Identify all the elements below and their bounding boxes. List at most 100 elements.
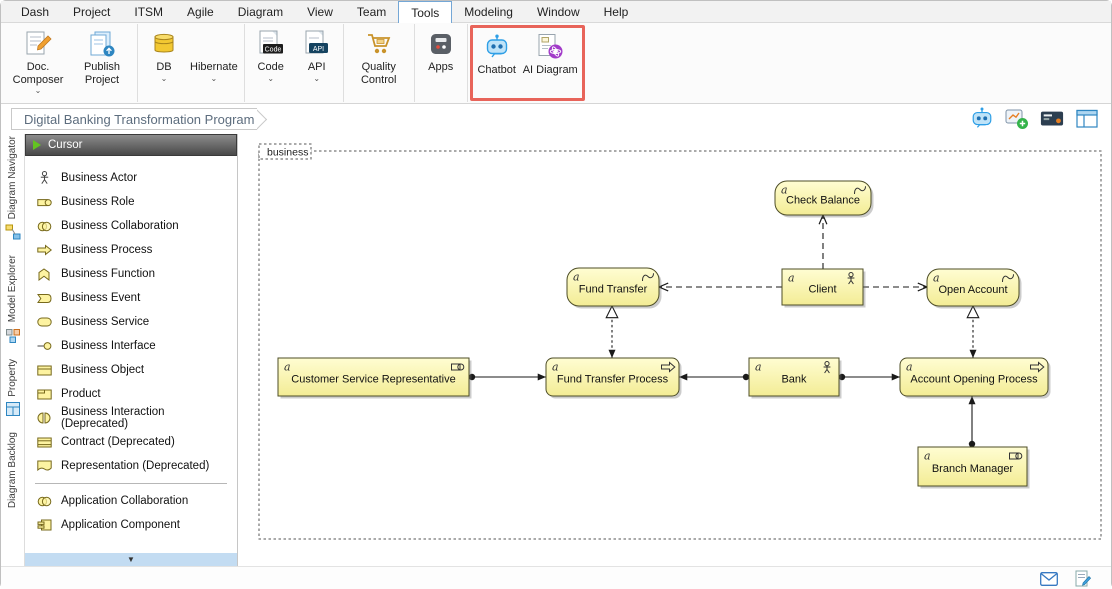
toolbar-button-apps[interactable]: Apps [418, 25, 464, 74]
representation-icon [36, 459, 52, 473]
component-icon [36, 518, 52, 532]
ai-chatbot-icon[interactable] [970, 107, 994, 131]
palette-item-business-actor[interactable]: Business Actor [25, 166, 237, 190]
scroll-down-icon: ▼ [127, 555, 135, 564]
process-icon [36, 243, 52, 257]
menu-item-dash[interactable]: Dash [21, 4, 50, 19]
svg-text:Bank: Bank [781, 374, 807, 386]
diagram-title: Digital Banking Transformation Program [24, 111, 255, 127]
toolbar-button-label: Apps [428, 61, 454, 73]
toolbar-button-ai-diagram[interactable]: AI Diagram [520, 28, 581, 77]
palette-item-product[interactable]: Product [25, 382, 237, 406]
palette-item-business-event[interactable]: Business Event [25, 286, 237, 310]
palette-item-label: Business Event [61, 292, 141, 304]
panel-tab-diagram-navigator[interactable]: Diagram Navigator [5, 136, 21, 243]
toolbar-button-label: Code [257, 61, 284, 73]
menu-item-itsm[interactable]: ITSM [134, 4, 164, 19]
palette-item-business-service[interactable]: Business Service [25, 310, 237, 334]
menu-item-modeling[interactable]: Modeling [464, 4, 513, 19]
apps-icon [426, 29, 456, 59]
api-icon: API [302, 29, 332, 59]
palette-item-application-component[interactable]: Application Component [25, 513, 237, 537]
breadcrumb[interactable]: Digital Banking Transformation Program [11, 108, 267, 130]
palette-item-business-collaboration[interactable]: Business Collaboration [25, 214, 237, 238]
palette-item-representation-deprecated[interactable]: Representation (Deprecated) [25, 454, 237, 478]
menu-item-project[interactable]: Project [73, 4, 111, 19]
palette-item-business-role[interactable]: Business Role [25, 190, 237, 214]
toolbar-button-label: DB [156, 61, 172, 73]
presentation-icon[interactable] [1040, 107, 1064, 131]
menu-item-team[interactable]: Team [356, 4, 387, 19]
palette-item-label: Business Collaboration [61, 220, 179, 232]
toolbar-button-quality-control[interactable]: Quality Control [347, 25, 411, 86]
menu-item-window[interactable]: Window [536, 4, 580, 19]
palette-item-label: Business Role [61, 196, 135, 208]
menu-item-view[interactable]: View [307, 4, 333, 19]
palette-item-label: Business Actor [61, 172, 138, 184]
status-bar [1, 566, 1111, 589]
palette-item-application-collaboration[interactable]: Application Collaboration [25, 489, 237, 513]
dropdown-chevron-icon[interactable]: ⌄ [267, 73, 275, 83]
actor-icon [36, 171, 52, 185]
svg-text:a: a [788, 272, 795, 285]
publish-project-icon [87, 29, 117, 59]
palette-divider [35, 483, 227, 484]
toolbar-button-doc-composer[interactable]: Doc. Composer⌄ [6, 25, 70, 96]
palette-item-label: Business Interaction (Deprecated) [61, 406, 165, 430]
svg-text:Check Balance: Check Balance [786, 195, 860, 207]
palette-item-contract-deprecated[interactable]: Contract (Deprecated) [25, 430, 237, 454]
toolbar-button-label: Publish Project [83, 61, 121, 86]
panel-tab-diagram-backlog[interactable]: Diagram Backlog [7, 432, 18, 508]
database-icon [149, 29, 179, 59]
panel-tab-property[interactable]: Property [5, 359, 21, 421]
menu-item-tools[interactable]: Tools [398, 1, 453, 23]
palette-item-label: Business Process [61, 244, 153, 256]
palette-item-business-object[interactable]: Business Object [25, 358, 237, 382]
toolbar-group-ai-highlighted: Chatbot AI Diagram [469, 25, 585, 101]
toolbar-button-label: Doc. Composer [12, 61, 64, 86]
layout-panels-icon[interactable] [1075, 107, 1099, 131]
event-icon [36, 291, 52, 305]
cursor-tool[interactable]: Cursor [25, 134, 237, 156]
quality-control-icon [364, 29, 394, 59]
palette-item-business-process[interactable]: Business Process [25, 238, 237, 262]
role-icon [36, 195, 52, 209]
dropdown-chevron-icon[interactable]: ⌄ [313, 73, 321, 83]
palette-item-label: Business Object [61, 364, 145, 376]
palette-item-business-function[interactable]: Business Function [25, 262, 237, 286]
menu-item-help[interactable]: Help [603, 4, 629, 19]
dropdown-chevron-icon[interactable]: ⌄ [34, 86, 42, 96]
sidebar-scroll-down[interactable]: ▼ [25, 553, 237, 566]
toolbar-group: Apps [415, 24, 468, 102]
toolbar-group: Doc. Composer⌄ Publish Project [3, 24, 138, 102]
svg-text:Customer Service Representativ: Customer Service Representative [291, 374, 455, 386]
cursor-icon [33, 140, 41, 150]
toolbar-button-label: Chatbot [477, 64, 516, 76]
code-icon: Code [256, 29, 286, 59]
palette-item-label: Representation (Deprecated) [61, 460, 210, 472]
dropdown-chevron-icon[interactable]: ⌄ [210, 73, 218, 83]
model-quality-badge-icon[interactable] [1005, 107, 1029, 131]
palette-item-business-interface[interactable]: Business Interface [25, 334, 237, 358]
task-document-icon[interactable] [1073, 570, 1093, 588]
svg-text:Fund Transfer Process: Fund Transfer Process [557, 374, 669, 386]
toolbar-button-hibernate[interactable]: Hibernate⌄ [187, 25, 241, 82]
panel-tab-model-explorer[interactable]: Model Explorer [5, 255, 21, 346]
messages-icon[interactable] [1039, 570, 1059, 588]
dropdown-chevron-icon[interactable]: ⌄ [160, 73, 168, 83]
toolbar-button-db[interactable]: DB⌄ [141, 25, 187, 82]
menu-item-agile[interactable]: Agile [187, 4, 214, 19]
menu-item-diagram[interactable]: Diagram [237, 4, 284, 19]
palette-item-label: Product [61, 388, 101, 400]
panel-tab-label: Property [7, 358, 18, 397]
toolbar-button-chatbot[interactable]: Chatbot [474, 28, 520, 77]
svg-text:a: a [906, 361, 913, 374]
palette-item-business-interaction-deprecated[interactable]: Business Interaction (Deprecated) [25, 406, 237, 430]
toolbar-button-publish-project[interactable]: Publish Project [70, 25, 134, 86]
